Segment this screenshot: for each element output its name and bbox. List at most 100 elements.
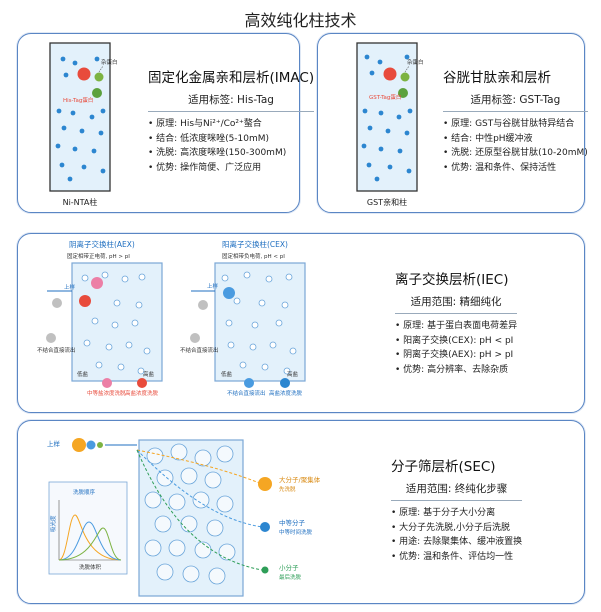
gst-tag-protein <box>383 67 397 81</box>
cex-title: 阳离子交换柱(CEX) <box>222 239 288 249</box>
aex-flow-label: 不结合直接流出 <box>37 346 76 354</box>
imac-bullet: 原理: His与Ni²⁺/Co²⁺螯合 <box>148 117 314 132</box>
gst-ligand <box>398 88 408 98</box>
imac-impurity-label: 杂蛋白 <box>101 58 118 66</box>
sec-curve-large <box>58 514 122 561</box>
cex-flowthrough-protein <box>190 333 200 343</box>
cex-beads <box>221 271 297 375</box>
cex-bottom-right: 高盐浓度洗脱 <box>269 389 303 397</box>
cex-elute-high <box>280 378 290 388</box>
cex-unbound-protein <box>198 300 208 310</box>
sec-large-sub: 先洗脱 <box>279 485 296 493</box>
gst-bullets: 原理: GST与谷胱甘肽特异结合 结合: 中性pH缓冲液 洗脱: 还原型谷胱甘肽… <box>443 117 588 175</box>
gst-column <box>356 42 418 192</box>
imac-diagram: 杂蛋白 His-Tag蛋白 Ni-NTA柱 <box>49 42 118 207</box>
cex-bottom-left: 不结合直接流出 <box>227 389 266 397</box>
aex-note: 固定相带正电荷, pH > pI <box>67 252 130 260</box>
sec-curve-small <box>58 527 122 561</box>
iec-text: 离子交换层析(IEC) 适用范围: 精细纯化 原理: 基于蛋白表面电荷差异 阳离… <box>395 268 518 377</box>
page-title: 高效纯化柱技术 <box>244 11 357 30</box>
iec-diagram: 阴离子交换柱(AEX) 固定相带正电荷, pH > pI 上样 不结合直接流出 … <box>37 239 306 397</box>
gst-bullet: 优势: 温和条件、保持活性 <box>443 161 588 176</box>
imac-bullet: 洗脱: 高浓度咪唑(150-300mM) <box>148 146 314 161</box>
aex-flowthrough-protein <box>46 333 56 343</box>
sec-load-large <box>72 438 86 452</box>
aex-column <box>71 262 163 382</box>
sec-curve-medium <box>58 521 122 561</box>
sec-path-large <box>136 449 263 485</box>
imac-bullet: 优势: 操作简便、广泛应用 <box>148 161 314 176</box>
sec-small-sub: 最后洗脱 <box>279 573 302 581</box>
sec-medium-sub: 中等时间洗脱 <box>279 528 313 536</box>
gst-bullet: 结合: 中性pH缓冲液 <box>443 132 588 147</box>
sec-bullet: 优势: 温和条件、评估均一性 <box>391 550 522 565</box>
aex-title: 阴离子交换柱(AEX) <box>69 239 135 249</box>
sec-bullet: 原理: 基于分子大小分离 <box>391 506 522 521</box>
cex-load-label: 上样 <box>207 282 219 290</box>
sec-path-small <box>136 449 263 571</box>
iec-title: 离子交换层析(IEC) <box>395 272 509 288</box>
iec-bullet: 阳离子交换(CEX): pH < pI <box>395 334 517 349</box>
gst-title: 谷胱甘肽亲和层析 <box>443 70 551 86</box>
sec-inset-xlabel: 洗脱体积 <box>79 563 102 571</box>
sec-title: 分子筛层析(SEC) <box>391 459 496 475</box>
cex-high-salt: 高盐 <box>287 370 299 378</box>
iec-subtitle: 适用范围: 精细纯化 <box>395 294 518 314</box>
imac-text: 固定化金属亲和层析(IMAC) 适用标签: His-Tag 原理: His与Ni… <box>148 66 315 175</box>
gst-impurity-label: 杂蛋白 <box>407 58 424 66</box>
gst-column-label: GST亲和柱 <box>367 197 407 207</box>
iec-bullets: 原理: 基于蛋白表面电荷差异 阳离子交换(CEX): pH < pI 阴离子交换… <box>395 319 517 377</box>
cex-elute-low <box>244 378 254 388</box>
sec-out-small <box>261 566 269 574</box>
sec-large-label: 大分子/聚集体 <box>279 475 321 484</box>
gst-bullet: 原理: GST与谷胱甘肽特异结合 <box>443 117 588 132</box>
sec-inset-title: 洗脱顺序 <box>73 488 96 496</box>
sec-inset-ylabel: 吸光度 <box>49 515 57 532</box>
imac-bullet: 结合: 低浓度咪唑(5-10mM) <box>148 132 314 147</box>
iec-bullet: 优势: 高分辨率、去除杂质 <box>395 363 517 378</box>
imac-column-label: Ni-NTA柱 <box>63 197 98 207</box>
his-tag-protein <box>77 67 91 81</box>
cex-low-salt: 低盐 <box>221 370 233 378</box>
imac-column <box>49 42 111 192</box>
sec-subtitle: 适用范围: 终纯化步骤 <box>391 481 523 501</box>
sec-load-medium <box>86 440 96 450</box>
sec-load-small <box>97 442 103 448</box>
sec-small-label: 小分子 <box>279 563 299 572</box>
aex-low-salt: 低盐 <box>77 370 89 378</box>
imac-ligand <box>92 88 102 98</box>
aex-bound-protein-pink <box>91 277 103 289</box>
cex-note: 固定相带负电荷, pH < pI <box>222 252 285 260</box>
aex-elute-high <box>137 378 147 388</box>
cex-flow-label: 不结合直接流出 <box>180 346 219 354</box>
imac-beads <box>55 56 106 182</box>
aex-high-salt: 高盐 <box>143 370 155 378</box>
sec-porous-beads <box>144 443 236 585</box>
sec-out-large <box>258 477 272 491</box>
aex-bound-protein-red <box>79 295 91 307</box>
aex-elute-medium <box>102 378 112 388</box>
gst-subtitle: 适用标签: GST-Tag <box>443 92 588 112</box>
aex-unbound-protein <box>52 298 62 308</box>
sec-load-label: 上样 <box>47 439 61 448</box>
imac-tagged-label: His-Tag蛋白 <box>63 96 93 104</box>
imac-subtitle: 适用标签: His-Tag <box>148 92 315 112</box>
gst-bullet: 洗脱: 还原型谷胱甘肽(10-20mM) <box>443 146 588 161</box>
sec-medium-label: 中等分子 <box>279 518 306 527</box>
iec-bullet: 阴离子交换(AEX): pH > pI <box>395 348 517 363</box>
aex-load-label: 上样 <box>64 283 76 291</box>
aex-bottom-right: 高盐浓度洗脱 <box>125 389 159 397</box>
gst-tagged-label: GST-Tag蛋白 <box>369 93 401 101</box>
gst-diagram: 杂蛋白 GST-Tag蛋白 GST亲和柱 <box>356 42 424 207</box>
gst-text: 谷胱甘肽亲和层析 适用标签: GST-Tag 原理: GST与谷胱甘肽特异结合 … <box>443 66 588 175</box>
gst-impurity-protein <box>400 72 410 82</box>
sec-diagram: 上样 洗脱顺序 吸光度 洗脱体积 大分子/聚集体 先洗脱 中等分子 中等时间洗脱… <box>47 438 321 597</box>
sec-text: 分子筛层析(SEC) 适用范围: 终纯化步骤 原理: 基于分子大小分离 大分子先… <box>391 455 523 564</box>
iec-bullet: 原理: 基于蛋白表面电荷差异 <box>395 319 517 334</box>
impurity-protein <box>94 72 104 82</box>
aex-bottom-left: 中等盐浓度洗脱 <box>87 389 126 397</box>
cex-bound-protein <box>223 287 235 299</box>
sec-bullets: 原理: 基于分子大小分离 大分子先洗脱,小分子后洗脱 用途: 去除聚集体、缓冲液… <box>391 506 522 564</box>
gst-beads <box>361 54 413 182</box>
imac-bullets: 原理: His与Ni²⁺/Co²⁺螯合 结合: 低浓度咪唑(5-10mM) 洗脱… <box>148 117 314 175</box>
